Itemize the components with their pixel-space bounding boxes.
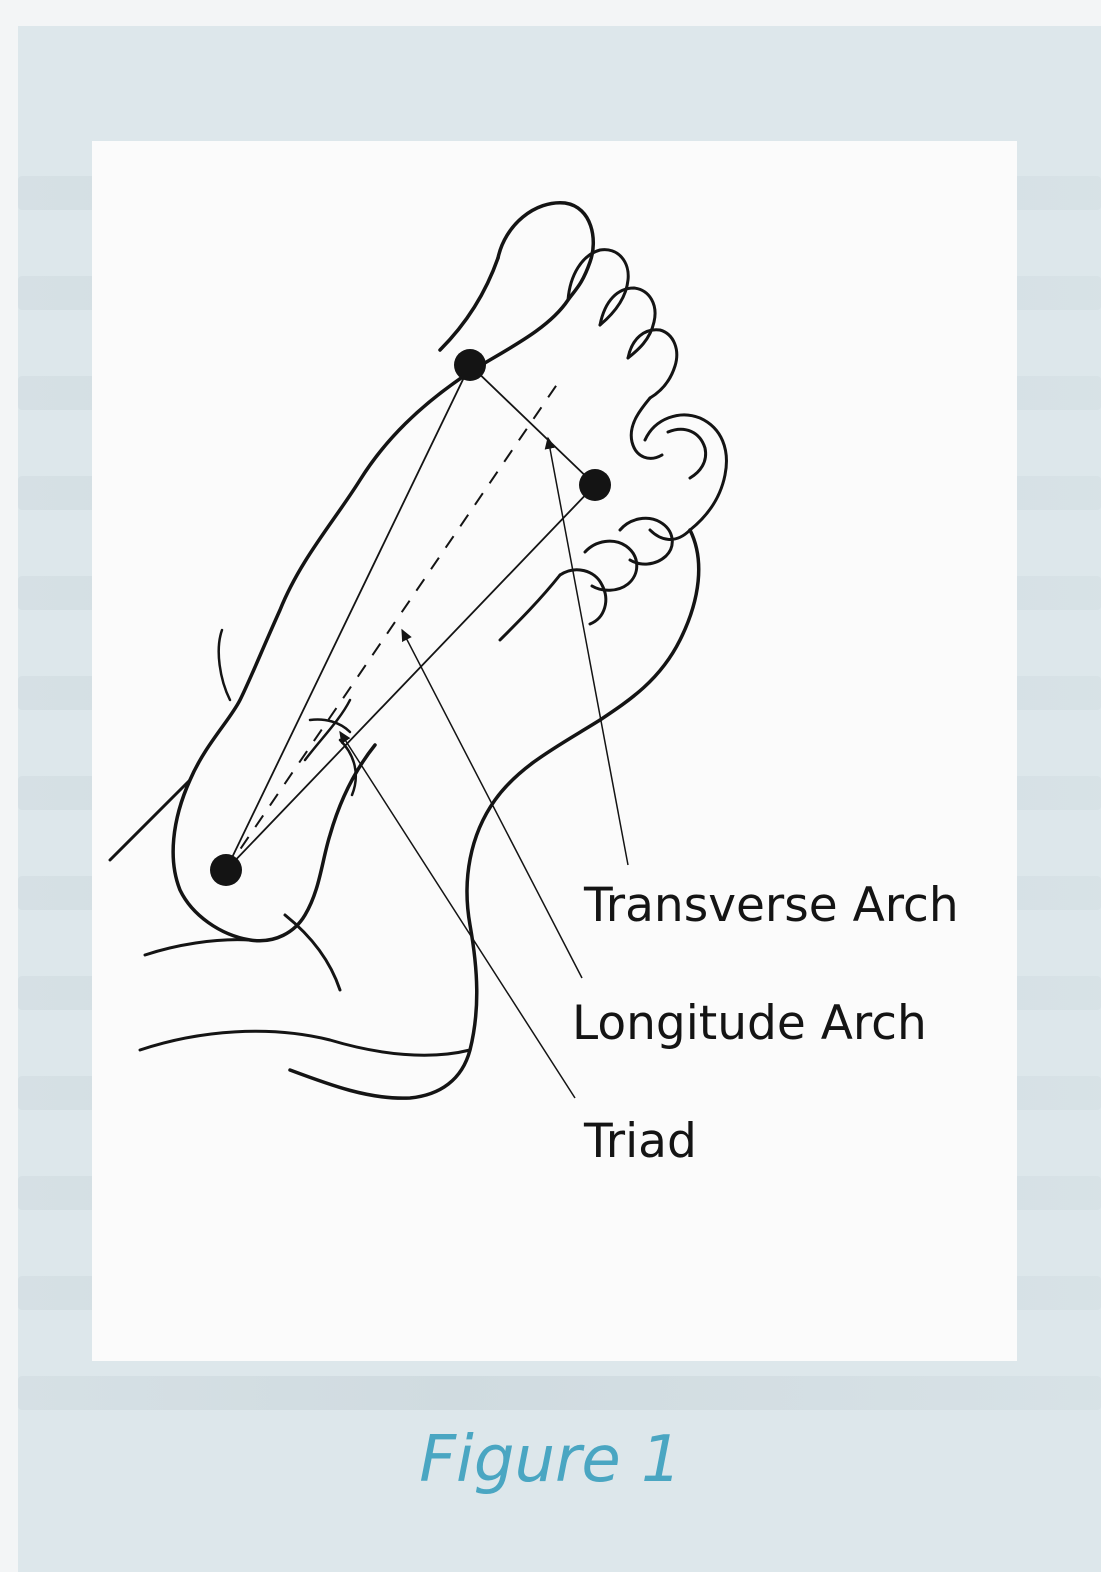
foot-outline xyxy=(110,203,726,1098)
label-triad: Triad xyxy=(584,1118,697,1165)
leader-triad xyxy=(340,732,575,1098)
point-heel xyxy=(210,854,242,886)
label-longitude-arch: Longitude Arch xyxy=(572,1000,927,1047)
point-little-toe xyxy=(579,469,611,501)
leader-longitude xyxy=(402,630,582,978)
leader-transverse xyxy=(548,438,628,865)
figure-caption: Figure 1 xyxy=(0,1428,1101,1492)
label-transverse-arch: Transverse Arch xyxy=(584,882,959,929)
arch-lines xyxy=(226,365,595,870)
point-big-toe xyxy=(454,349,486,381)
